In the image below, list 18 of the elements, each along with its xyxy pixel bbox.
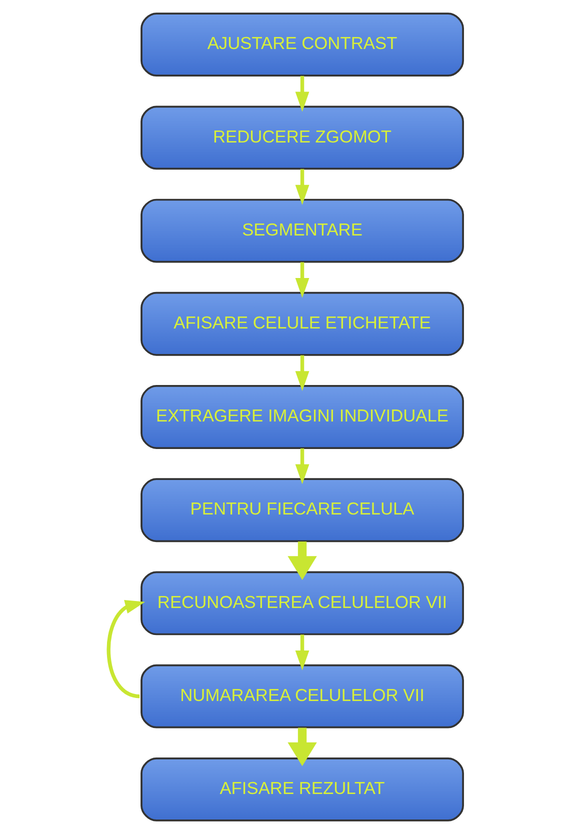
arrow: [295, 355, 310, 392]
arrow: [295, 76, 310, 112]
arrow: [288, 728, 317, 766]
node-box: AFISARE CELULE ETICHETATE: [140, 292, 464, 356]
arrow: [295, 634, 310, 670]
node-box: NUMARAREA CELULELOR VII: [140, 664, 464, 728]
arrow: [295, 169, 310, 205]
node-box: REDUCERE ZGOMOT: [140, 106, 464, 170]
arrow: [106, 600, 146, 698]
arrow: [288, 542, 317, 580]
arrow: [295, 262, 310, 298]
arrow: [295, 448, 310, 484]
node-box: PENTRU FIECARE CELULA: [140, 478, 464, 542]
node-box: EXTRAGERE IMAGINI INDIVIDUALE: [140, 385, 464, 449]
node-box: RECUNOASTEREA CELULELOR VII: [140, 571, 464, 636]
node-box: SEGMENTARE: [140, 198, 464, 263]
node-box: AJUSTARE CONTRAST: [140, 12, 464, 77]
node-box: AFISARE REZULTAT: [140, 757, 464, 822]
